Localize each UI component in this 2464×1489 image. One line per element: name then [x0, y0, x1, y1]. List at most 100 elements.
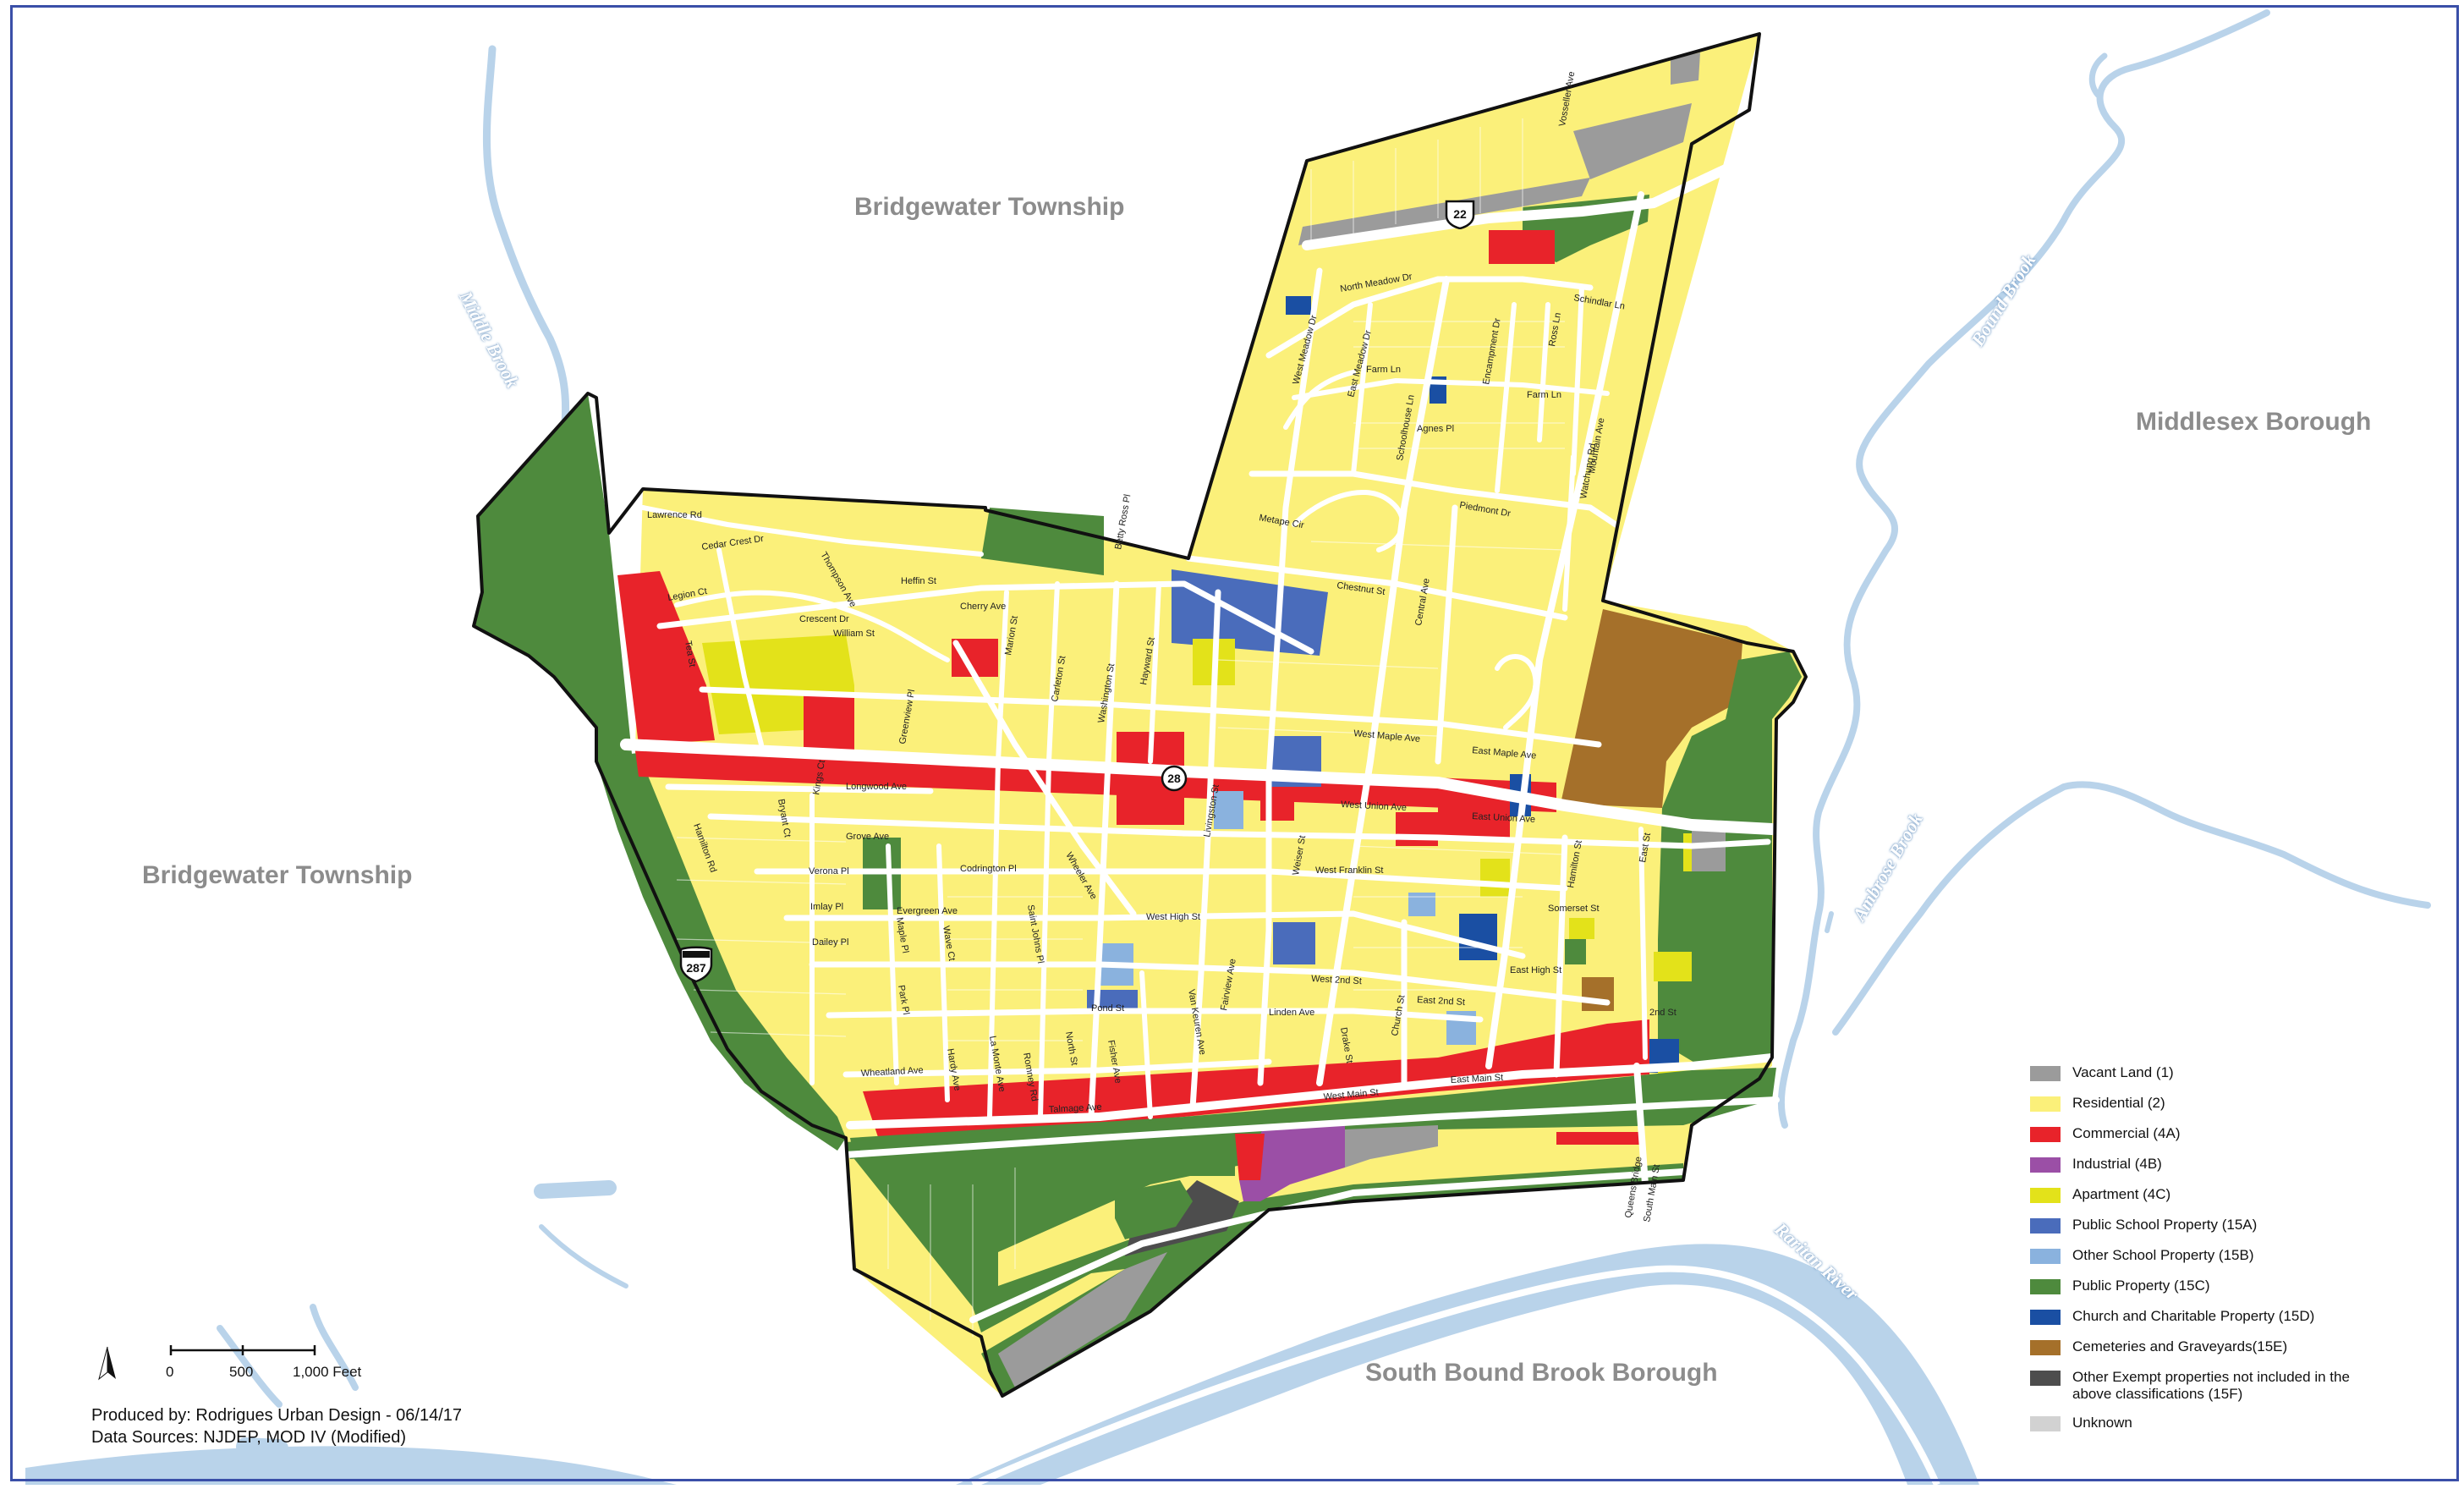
- livingston-st: [1189, 589, 1221, 1112]
- map-credits: Produced by: Rodrigues Urban Design - 06…: [91, 1404, 462, 1448]
- north-arrow-icon: [98, 1346, 116, 1381]
- hayward-st: [1148, 581, 1161, 764]
- farm-ln: [1292, 378, 1610, 400]
- weiser-st: [1257, 267, 1323, 1086]
- street-label: Linden Ave: [1269, 1008, 1314, 1018]
- i287-shield-icon: 287: [679, 946, 713, 983]
- vosseller-ave: [1316, 276, 1450, 1086]
- west-pond-b: [534, 1180, 617, 1199]
- legend-swatch: [2030, 1249, 2061, 1264]
- commercial-north: [1489, 230, 1555, 264]
- street-label: Agnes Pl: [1417, 424, 1454, 434]
- schindlar-ln: [1571, 285, 1584, 476]
- us22-shield-icon: 22: [1445, 200, 1475, 229]
- legend-swatch: [2030, 1218, 2061, 1234]
- commercial-west: [617, 571, 715, 744]
- legend-swatch: [2030, 1096, 2061, 1112]
- legend-swatch: [2030, 1188, 2061, 1203]
- exempt-south: [1125, 1180, 1239, 1256]
- street-label: Imlay Pl: [810, 902, 843, 912]
- legend-swatch: [2030, 1127, 2061, 1142]
- street-label: 2nd St: [1649, 1008, 1677, 1018]
- east-park: [1658, 651, 1802, 1066]
- street-label: Crescent Dr: [799, 614, 849, 624]
- us22-shield-label: 22: [1453, 207, 1467, 221]
- public-south-a: [1115, 1180, 1193, 1239]
- west-park-south: [601, 753, 846, 1138]
- scale-tick-500: 500: [229, 1364, 254, 1380]
- ross-ln: [1537, 302, 1550, 442]
- legend-swatch: [2030, 1371, 2061, 1386]
- east-loop: [1495, 654, 1539, 730]
- region-label-west: Bridgewater Township: [142, 861, 413, 889]
- legend-label: Cemeteries and Graveyards(15E): [2072, 1338, 2288, 1354]
- legend-swatch: [2030, 1279, 2061, 1294]
- north-vacant-corner: [1671, 52, 1700, 85]
- park-pl: [886, 843, 899, 1085]
- mountain-ave: [1485, 191, 1644, 1069]
- west-stream-d: [217, 1325, 283, 1408]
- street-label: West 2nd St: [1311, 974, 1362, 986]
- legend-label: Public Property (15C): [2072, 1277, 2210, 1294]
- i287-shield-label: 287: [686, 961, 706, 975]
- hamilton-st: [1553, 834, 1568, 1078]
- legend-swatch: [2030, 1310, 2061, 1325]
- vacant-east: [1692, 829, 1726, 871]
- west-stream: [539, 1224, 628, 1288]
- commercial-downtown: [863, 1019, 1649, 1142]
- rt28-shield-label: 28: [1167, 772, 1181, 785]
- scale-bar: [169, 1345, 316, 1355]
- river-west-bank: [25, 1446, 677, 1485]
- street-label: William St: [833, 629, 875, 639]
- church-a: [1459, 914, 1497, 960]
- street-label: Farm Ln: [1366, 365, 1401, 375]
- legend-item: Other School Property (15B): [2030, 1247, 2385, 1277]
- parcel-lines: [676, 118, 1566, 1337]
- legend-swatch: [2030, 1066, 2061, 1081]
- street-label: Longwood Ave: [846, 782, 907, 792]
- apartment-c: [1480, 859, 1510, 897]
- small-stream: [1825, 911, 1834, 933]
- north-st: [1139, 970, 1153, 1119]
- borough-area: [472, 32, 1808, 1398]
- longwood-ave: [665, 783, 934, 794]
- cherry-ave: [656, 580, 1314, 655]
- rail-line: [842, 1096, 1780, 1158]
- second-st: [809, 961, 1611, 1006]
- produced-by-text: Produced by: Rodrigues Urban Design - 06…: [91, 1406, 463, 1425]
- main-street: [846, 1053, 1776, 1129]
- carleton-st: [1038, 581, 1060, 1119]
- other-school-c: [1408, 893, 1435, 916]
- street-label: Farm Ln: [1527, 390, 1561, 400]
- commercial-block-e: [1396, 812, 1438, 846]
- north-meadow-dr: [1265, 276, 1594, 359]
- street-label: Codrington Pl: [960, 864, 1017, 874]
- street-label: Evergreen Ave: [897, 906, 958, 916]
- public-north-center: [981, 508, 1104, 575]
- scale-tick-1000: 1,000 Feet: [293, 1364, 362, 1380]
- crescent-dr: [674, 590, 950, 662]
- street-label: Tea St: [683, 640, 697, 668]
- public-south-b: [1188, 1146, 1235, 1176]
- west-stream-c: [310, 1304, 359, 1391]
- legend-item: Cemeteries and Graveyards(15E): [2030, 1338, 2385, 1369]
- legend-item: Public Property (15C): [2030, 1277, 2385, 1308]
- data-sources-text: Data Sources: NJDEP, MOD IV (Modified): [91, 1428, 406, 1447]
- street-label: Grove Ave: [846, 832, 889, 842]
- legend-label: Vacant Land (1): [2072, 1064, 2174, 1080]
- scale-tick-0: 0: [166, 1364, 174, 1380]
- commercial-block-b: [804, 694, 854, 753]
- road-network: [620, 164, 1780, 1323]
- street-label: East 2nd St: [1417, 995, 1465, 1008]
- route-28: [620, 739, 1778, 835]
- legend-swatch: [2030, 1416, 2061, 1431]
- maple-ave: [699, 686, 1602, 748]
- legend-item: Other Exempt properties not included in …: [2030, 1369, 2385, 1415]
- piedmont-dr: [1248, 470, 1619, 528]
- legend-label: Industrial (4B): [2072, 1156, 2162, 1172]
- legend-item: Church and Charitable Property (15D): [2030, 1308, 2385, 1338]
- legend-label: Commercial (4A): [2072, 1125, 2181, 1141]
- legend-label: Church and Charitable Property (15D): [2072, 1308, 2315, 1324]
